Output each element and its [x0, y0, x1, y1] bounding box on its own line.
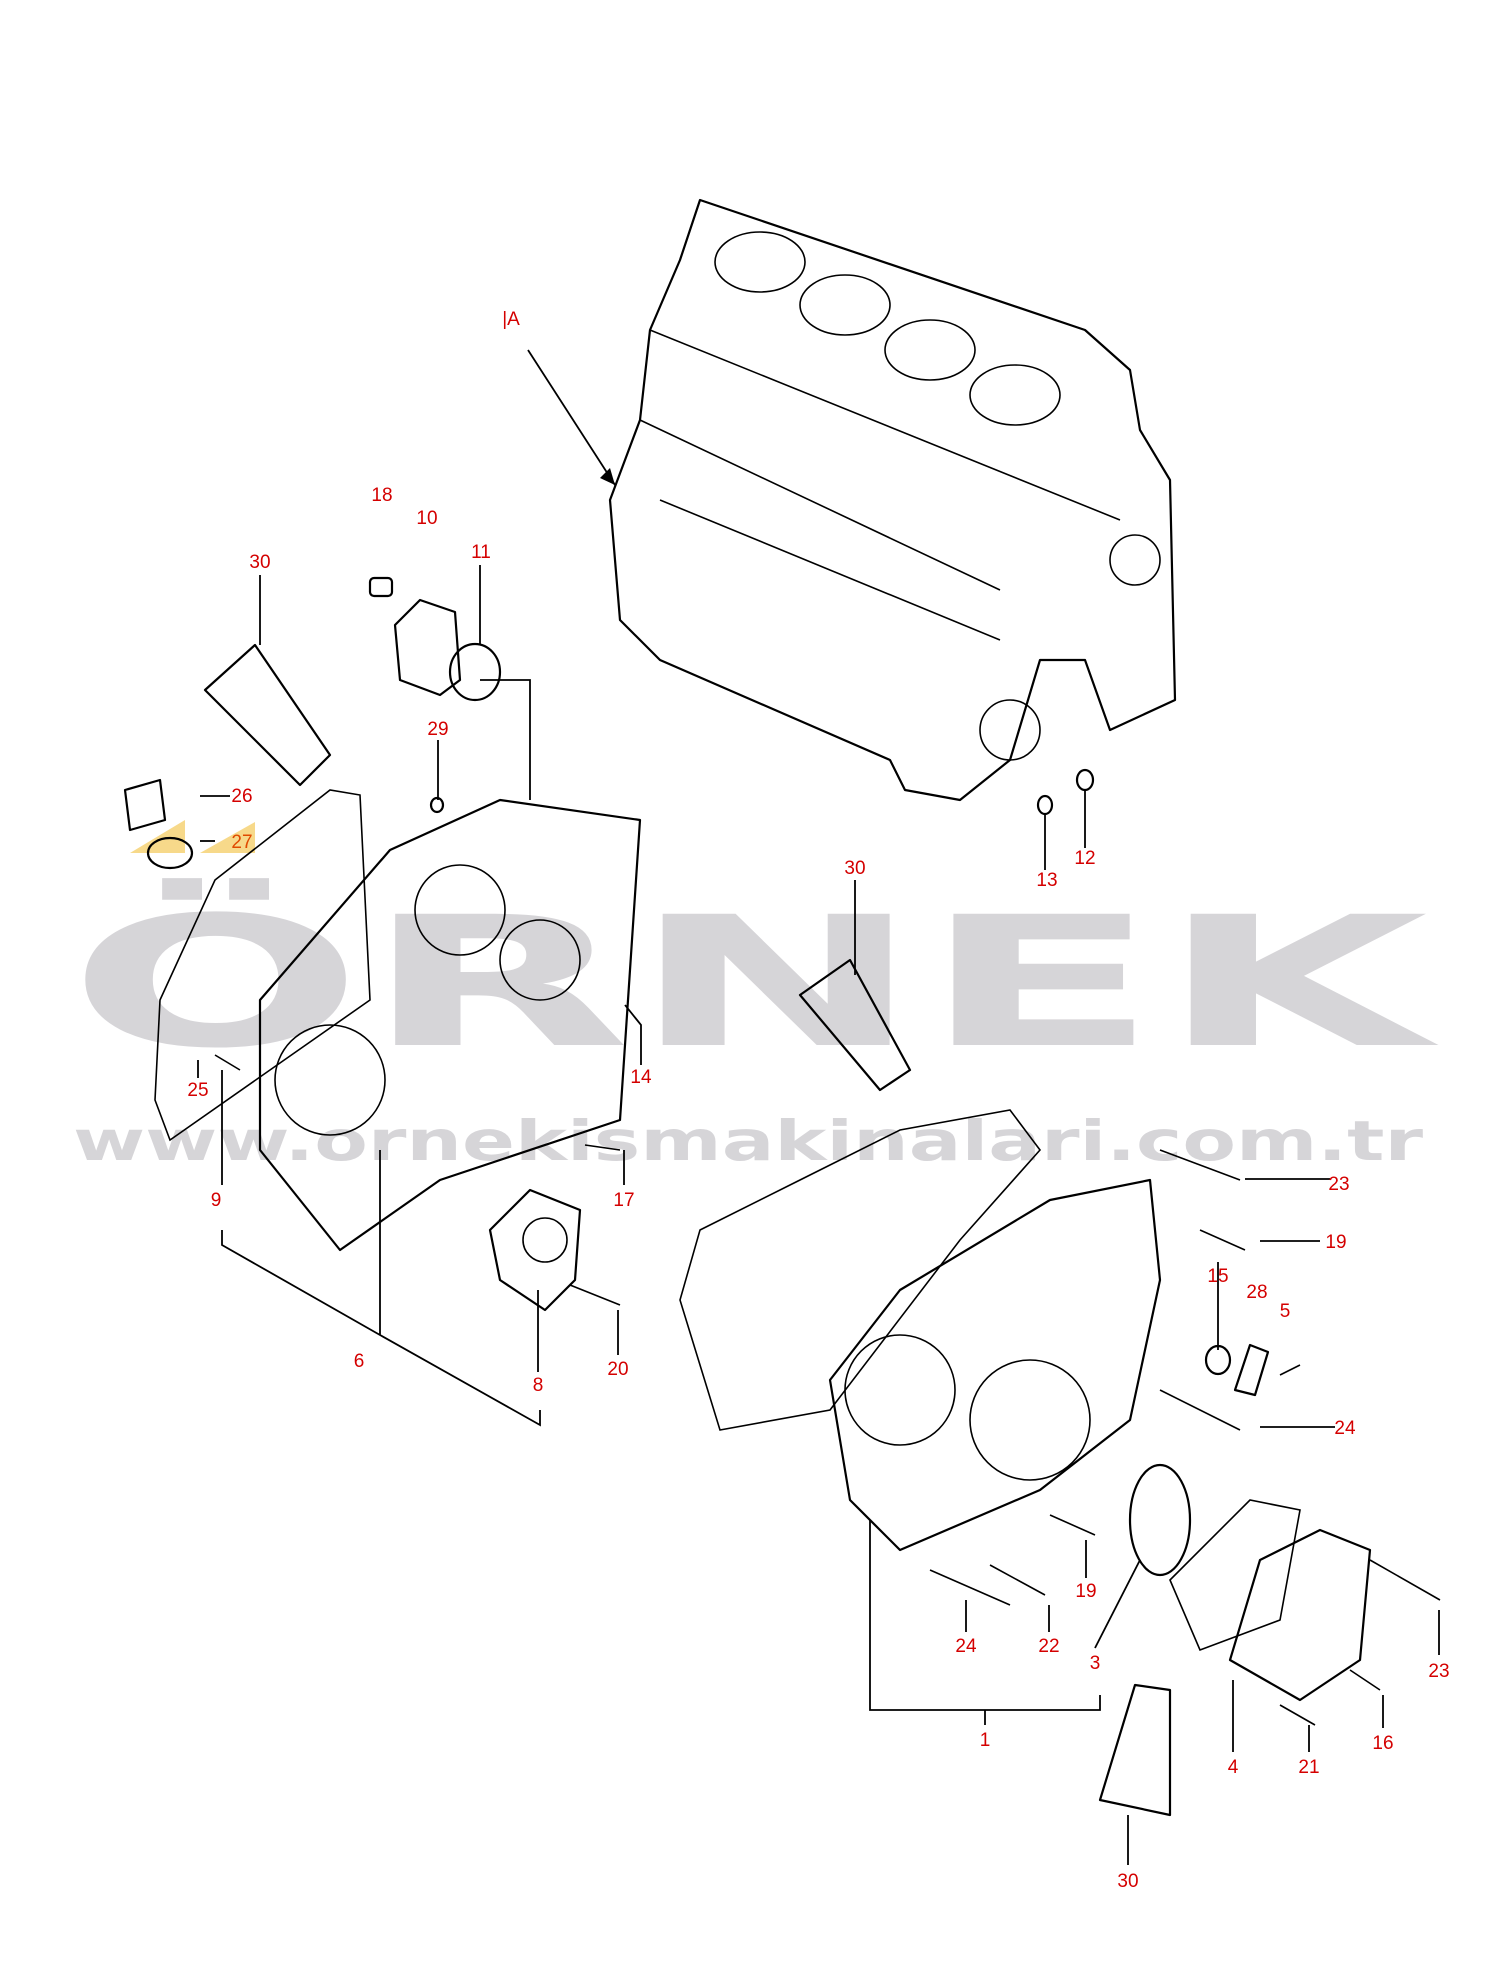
callout-4: 4 [1228, 1757, 1239, 1778]
cover-plate-10 [393, 598, 462, 697]
callout-11: 11 [471, 542, 491, 563]
o-ring-11 [448, 642, 502, 702]
callout-25: 25 [187, 1080, 208, 1101]
callout-18: 18 [371, 485, 392, 506]
gasket-4 [1169, 1499, 1301, 1652]
callout-30: 30 [249, 552, 270, 573]
bolts [214, 1054, 1441, 1726]
sealant-tube-30b [798, 958, 912, 1092]
sealant-tube-30a [203, 643, 332, 787]
callout-27: 27 [231, 832, 252, 853]
callout-19: 19 [1325, 1232, 1346, 1253]
gear-case-1 [828, 1178, 1162, 1552]
oil-seal-3 [1128, 1463, 1192, 1577]
callout-6: 6 [354, 1351, 365, 1372]
o-ring-29 [429, 796, 445, 814]
callout-5: 5 [1280, 1301, 1291, 1322]
callout-24: 24 [955, 1636, 977, 1657]
engine-block [608, 198, 1177, 802]
callout-23: 23 [1328, 1174, 1349, 1195]
callout-10: 10 [416, 508, 437, 529]
watermark-url: www.ornekismakinalari.com.tr [73, 1109, 1423, 1173]
callout-9: 9 [211, 1190, 222, 1211]
callout-14: 14 [630, 1067, 652, 1088]
callout-8: 8 [533, 1375, 544, 1396]
o-ring-13 [1036, 794, 1054, 816]
callout-20: 20 [607, 1359, 628, 1380]
callout-22: 22 [1038, 1636, 1059, 1657]
callout-21: 21 [1298, 1757, 1319, 1778]
callout-15: 15 [1207, 1266, 1228, 1287]
plug-18 [368, 576, 394, 598]
gear-case-6 [258, 798, 642, 1252]
cover-4 [1228, 1528, 1372, 1702]
plate-28 [1233, 1343, 1270, 1397]
callout-3: 3 [1090, 1653, 1101, 1674]
sealant-tube-30c [1098, 1683, 1172, 1817]
callout-30: 30 [1117, 1871, 1138, 1892]
callout-19: 19 [1075, 1581, 1096, 1602]
callout-23: 23 [1428, 1661, 1449, 1682]
callout-26: 26 [231, 786, 252, 807]
callout-28: 28 [1246, 1282, 1267, 1303]
callout-29: 29 [427, 719, 448, 740]
o-ring-15 [1204, 1344, 1232, 1376]
o-ring-27 [146, 836, 194, 870]
oil-pump-8 [488, 1188, 582, 1312]
callout-16: 16 [1372, 1733, 1393, 1754]
o-ring-12 [1075, 768, 1095, 792]
callout-13: 13 [1036, 870, 1057, 891]
highlight-27-right [200, 822, 255, 853]
highlight-27-left [130, 820, 185, 853]
callout-30: 30 [844, 858, 865, 879]
oil-cap-26 [123, 778, 167, 832]
callout-12: 12 [1074, 848, 1095, 869]
callout-24: 24 [1334, 1418, 1356, 1439]
watermark-brand: ÖRNEK [68, 878, 1439, 1088]
leader-lines [197, 565, 1440, 1865]
callout-17: 17 [613, 1190, 634, 1211]
view-marker-a: |A [502, 309, 520, 330]
callout-1: 1 [980, 1730, 991, 1751]
gasket-right [679, 1109, 1042, 1431]
gasket-left [154, 789, 371, 1142]
